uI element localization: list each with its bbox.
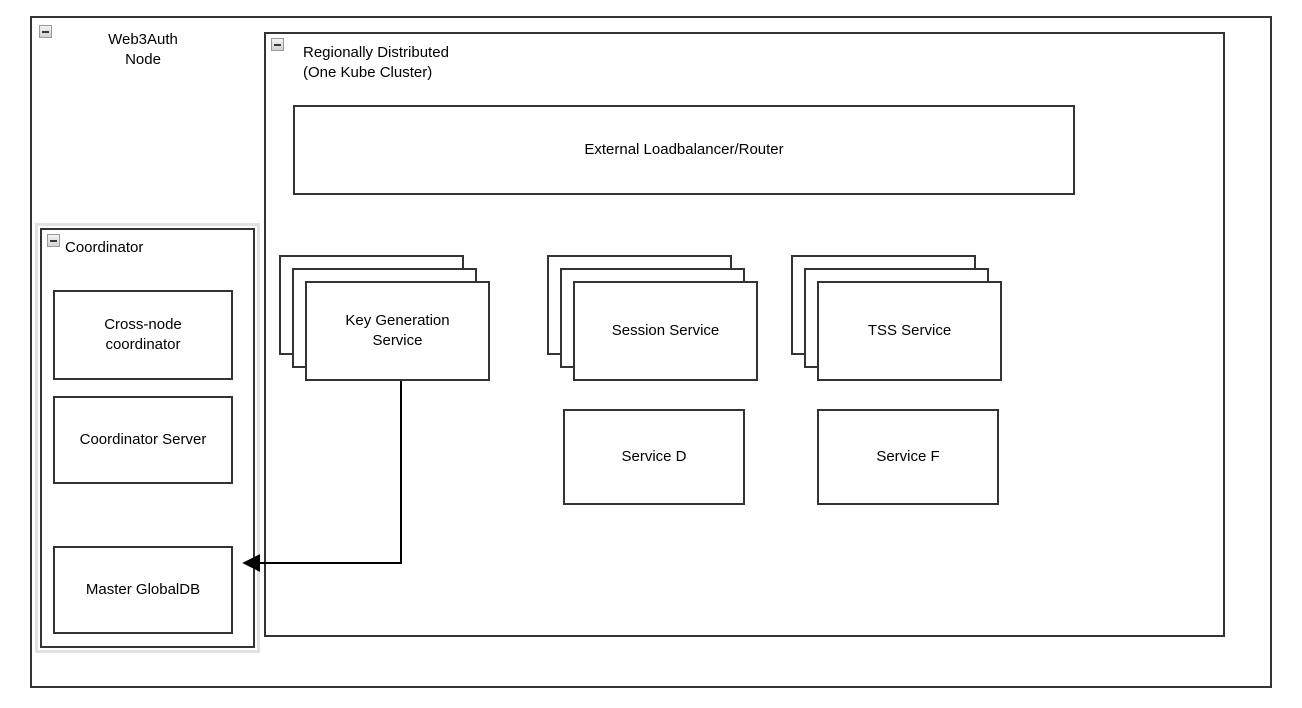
stack-key-generation-service[interactable]: Key Generation Service xyxy=(279,255,490,381)
node-master-globaldb[interactable]: Master GlobalDB xyxy=(53,546,233,634)
container-title-kube-cluster: Regionally Distributed (One Kube Cluster… xyxy=(303,44,449,81)
collapse-minus-icon-coordinator[interactable] xyxy=(47,234,60,247)
node-external-loadbalancer-router[interactable]: External Loadbalancer/Router xyxy=(293,105,1075,195)
container-title-web3auth-node: Web3Auth Node xyxy=(108,31,178,68)
node-coordinator-server[interactable]: Coordinator Server xyxy=(53,396,233,484)
node-service-d[interactable]: Service D xyxy=(563,409,745,505)
stack-layer-front[interactable]: Key Generation Service xyxy=(305,281,490,381)
stack-layer-front[interactable]: Session Service xyxy=(573,281,758,381)
collapse-minus-icon-kube-cluster[interactable] xyxy=(271,38,284,51)
node-cross-node-coordinator[interactable]: Cross-node coordinator xyxy=(53,290,233,380)
node-service-f[interactable]: Service F xyxy=(817,409,999,505)
collapse-minus-icon-web3auth-node[interactable] xyxy=(39,25,52,38)
stack-tss-service[interactable]: TSS Service xyxy=(791,255,1002,381)
stack-session-service[interactable]: Session Service xyxy=(547,255,758,381)
stack-layer-front[interactable]: TSS Service xyxy=(817,281,1002,381)
container-title-coordinator: Coordinator xyxy=(65,239,144,256)
